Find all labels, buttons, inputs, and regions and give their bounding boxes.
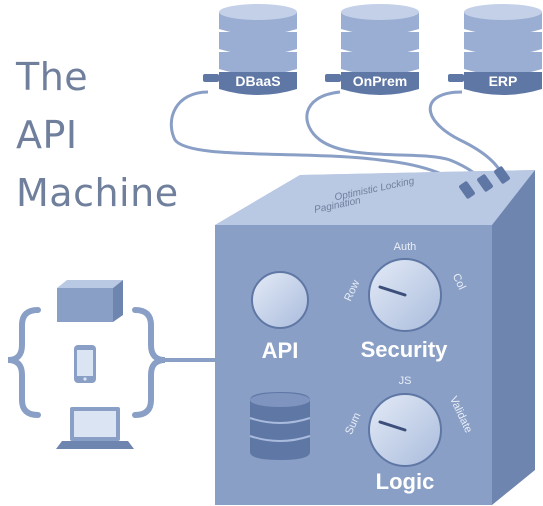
right-brace	[132, 307, 166, 418]
logic-knob-pointer	[378, 420, 407, 432]
security-title: Security	[361, 337, 449, 362]
database-label: OnPrem	[353, 73, 407, 89]
security-knob-pointer	[378, 285, 407, 297]
database-plug	[325, 74, 341, 82]
cable-onprem	[305, 90, 490, 189]
security-top-label: Auth	[394, 241, 417, 253]
database-plug	[448, 74, 464, 82]
logic-title: Logic	[376, 469, 435, 494]
cube-front-face	[215, 225, 492, 505]
database-label: DBaaS	[235, 73, 280, 89]
cube-plugs	[459, 166, 510, 199]
local-database-icon	[249, 392, 311, 460]
database-cables	[169, 90, 506, 194]
database-group: DBaaS OnPrem ERP	[203, 4, 542, 95]
database-erp: ERP	[448, 4, 542, 95]
title-line-1: The	[16, 55, 89, 99]
plug-3	[494, 166, 510, 184]
api-label: API	[262, 338, 299, 363]
plug-2	[477, 174, 493, 192]
cube-side-face	[492, 170, 535, 505]
database-plug	[203, 74, 219, 82]
server-box-icon	[57, 280, 123, 322]
title-line-2: API	[16, 113, 78, 157]
cable-dbaas	[169, 90, 472, 194]
api-circle	[251, 271, 309, 329]
database-label: ERP	[489, 73, 518, 89]
database-onprem: OnPrem	[325, 4, 419, 95]
plug-1	[459, 181, 475, 199]
laptop-icon	[56, 407, 134, 449]
logic-top-label: JS	[399, 375, 412, 387]
cable-erp	[428, 90, 506, 181]
title-line-3: Machine	[16, 171, 179, 215]
left-brace	[7, 307, 41, 418]
phone-icon	[74, 345, 96, 383]
database-dbaas: DBaaS	[203, 4, 297, 95]
